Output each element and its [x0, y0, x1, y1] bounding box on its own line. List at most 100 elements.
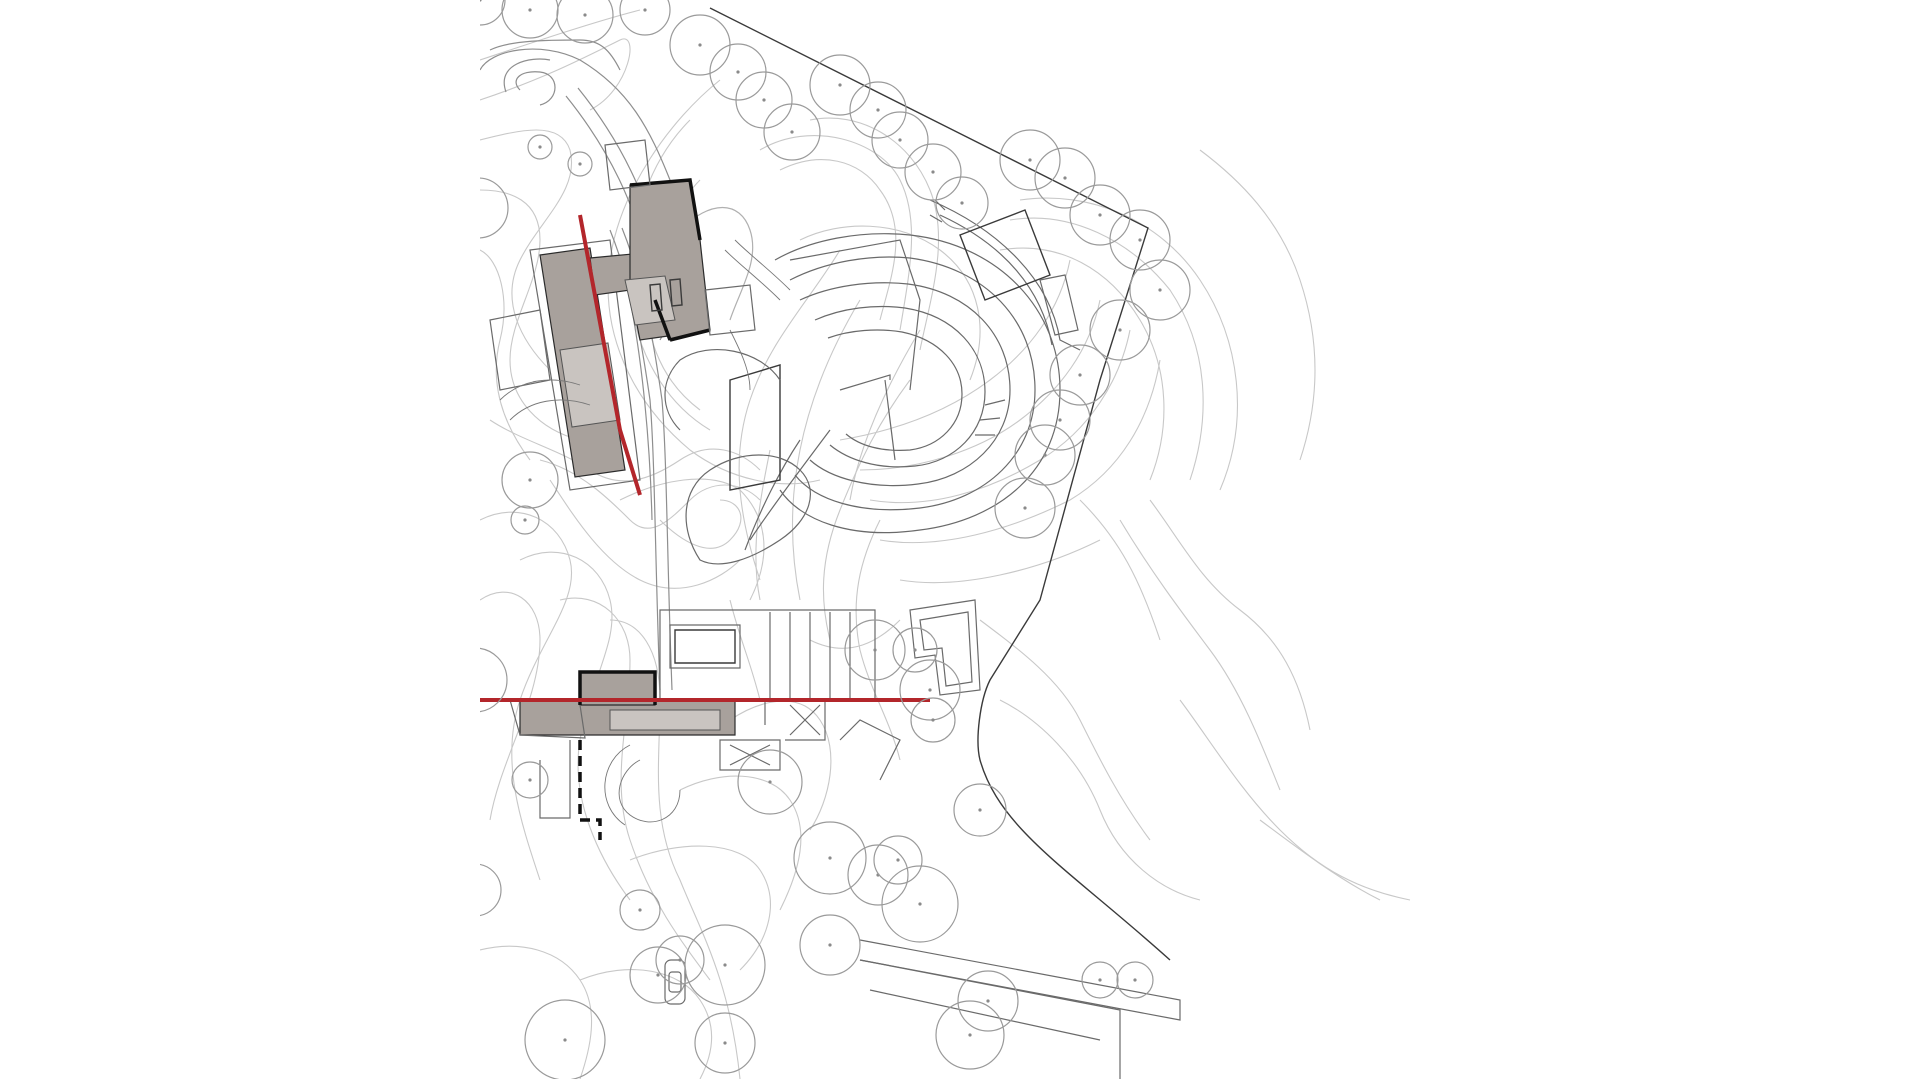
- tree-trunk-marker: [638, 908, 642, 912]
- tree-canopy: [1069, 184, 1131, 246]
- tree-trunk-marker: [480, 0, 482, 2]
- tree-canopy: [1081, 961, 1119, 999]
- tree-canopy: [881, 865, 959, 943]
- tree-canopy: [501, 451, 559, 509]
- tree-trunk-marker: [528, 778, 532, 782]
- tree-trunk-marker: [873, 648, 877, 652]
- tree-trunk-marker: [643, 8, 647, 12]
- tree-canopy: [849, 81, 907, 139]
- tree-canopy: [694, 1012, 756, 1074]
- tree-canopy: [1116, 961, 1154, 999]
- tree-trunk-marker: [1078, 373, 1082, 377]
- tree-trunk-marker: [913, 648, 917, 652]
- tree-trunk-marker: [1098, 213, 1102, 217]
- tree-trunk-marker: [790, 130, 794, 134]
- tree-canopy: [957, 970, 1019, 1032]
- tree-canopy: [619, 889, 661, 931]
- tree-canopy: [999, 129, 1061, 191]
- tree-trunk-marker: [1043, 453, 1047, 457]
- tree-canopy: [793, 821, 867, 895]
- tree-canopy: [935, 176, 989, 230]
- tree-trunk-marker: [1023, 506, 1027, 510]
- tree-trunk-marker: [656, 973, 660, 977]
- tree-trunk-marker: [523, 518, 527, 522]
- tree-trunk-marker: [1118, 328, 1122, 332]
- tree-canopy: [873, 835, 923, 885]
- tree-canopy: [871, 111, 929, 169]
- tree-trunk-marker: [723, 1041, 727, 1045]
- tree-canopy: [556, 0, 614, 44]
- terraced-amphitheater: [664, 233, 1061, 565]
- tree-trunk-marker: [1158, 288, 1162, 292]
- tree-canopy: [655, 935, 705, 985]
- tree-trunk-marker: [1138, 238, 1142, 242]
- drive-strip: [859, 939, 1181, 1079]
- tree-canopy: [1049, 344, 1111, 406]
- tree-trunk-marker: [960, 201, 964, 205]
- tree-canopy: [1109, 209, 1171, 271]
- tree-trunk-marker: [538, 145, 542, 149]
- tree-trunk-marker: [736, 70, 740, 74]
- tree-canopy: [629, 946, 687, 1004]
- tree-canopy: [1089, 299, 1151, 361]
- tree-canopy: [480, 863, 502, 917]
- tree-canopy: [567, 151, 593, 177]
- tree-trunk-marker: [1133, 978, 1137, 982]
- tree-canopy: [480, 647, 508, 713]
- tree-trunk-marker: [896, 858, 900, 862]
- tree-trunk-marker: [768, 780, 772, 784]
- tree-canopy: [892, 627, 938, 673]
- tree-canopy: [501, 0, 559, 39]
- tree-trunk-marker: [986, 999, 990, 1003]
- tree-canopy: [763, 103, 821, 161]
- tree-trunk-marker: [898, 138, 902, 142]
- tree-canopy: [910, 697, 956, 743]
- tree-canopy: [1034, 147, 1096, 209]
- contour-lines: [480, 9, 1411, 1079]
- tree-canopy: [1029, 389, 1091, 451]
- tree-trunk-marker: [828, 856, 832, 860]
- tree-canopy: [994, 477, 1056, 539]
- tree-trunk-marker: [928, 688, 932, 692]
- tree-canopy: [847, 844, 909, 906]
- tree-trunk-marker: [931, 718, 935, 722]
- tree-trunk-marker: [978, 808, 982, 812]
- tree-trunk-marker: [968, 1033, 972, 1037]
- tree-canopy: [953, 783, 1007, 837]
- tree-canopy: [1129, 259, 1191, 321]
- tree-canopy: [904, 143, 962, 201]
- tree-trunk-marker: [723, 963, 727, 967]
- tree-trunk-marker: [1063, 176, 1067, 180]
- tree-trunk-marker: [931, 170, 935, 174]
- tree-trunk-marker: [918, 902, 922, 906]
- tree-trunk-marker: [828, 943, 832, 947]
- tree-trunk-marker: [528, 478, 532, 482]
- property-line: [709, 7, 1171, 961]
- tree-canopy: [619, 0, 671, 36]
- tree-trunk-marker: [528, 8, 532, 12]
- tree-canopy: [809, 54, 871, 116]
- tree-trunk-marker: [1098, 978, 1102, 982]
- tree-trunk-marker: [762, 98, 766, 102]
- tree-trunk-marker: [838, 83, 842, 87]
- tree-canopy: [899, 659, 961, 721]
- tree-trunk-marker: [578, 162, 582, 166]
- east-terrace: [909, 199, 1081, 696]
- site-plan-drawing: [480, 0, 1411, 1079]
- tree-canopy: [737, 749, 803, 815]
- tree-trunk-marker: [583, 13, 587, 17]
- tree-canopy: [684, 924, 766, 1006]
- tree-canopy: [799, 914, 861, 976]
- tree-canopy: [510, 505, 540, 535]
- tree-canopy: [935, 1000, 1005, 1070]
- tree-trunk-marker: [698, 43, 702, 47]
- tree-canopy: [480, 177, 509, 239]
- building-south: [480, 609, 930, 840]
- tree-canopy: [480, 0, 506, 26]
- tree-trunk-marker: [563, 1038, 567, 1042]
- tree-canopies: [480, 0, 1191, 1079]
- tree-canopy: [844, 619, 906, 681]
- tree-canopy: [511, 761, 549, 799]
- tree-trunk-marker: [678, 958, 682, 962]
